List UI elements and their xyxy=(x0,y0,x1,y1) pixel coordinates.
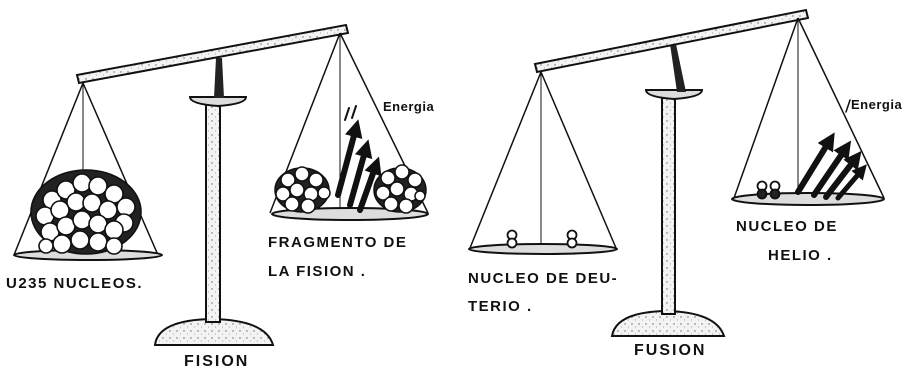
fusion-left-pan-label-line1: NUCLEO DE DEU- xyxy=(468,270,619,287)
fission-fragment-left xyxy=(274,166,331,214)
fusion-beam xyxy=(533,8,810,74)
fission-right-pan-label-line1: FRAGMENTO DE xyxy=(268,234,408,251)
fission-left-pan-label: U235 NUCLEOS. xyxy=(6,275,144,292)
fission-right-pan xyxy=(269,32,429,221)
fission-needle xyxy=(214,58,224,98)
fusion-right-pan-label-line1: NUCLEO DE xyxy=(736,218,838,235)
u235-nucleus-cluster xyxy=(30,169,142,255)
fusion-right-pan-label-line2: HELIO . xyxy=(768,247,833,264)
deuterium-nucleus-right xyxy=(566,229,578,249)
fission-left-pan xyxy=(13,82,163,261)
fusion-left-pan xyxy=(468,71,618,255)
fusion-scale-arc xyxy=(644,89,704,101)
fission-pillar xyxy=(205,99,221,323)
fission-fragment-right xyxy=(373,164,427,214)
fusion-title: FUSION xyxy=(634,342,707,359)
fission-beam xyxy=(75,23,350,85)
fission-title: FISION xyxy=(184,353,250,370)
fusion-energy-arrows xyxy=(795,99,867,201)
fusion-energy-label: Energia xyxy=(851,97,903,112)
fission-energy-arrows xyxy=(335,105,382,213)
fission-energy-label: Energia xyxy=(383,99,435,114)
fission-balance xyxy=(13,23,429,346)
fusion-left-pan-label-line2: TERIO . xyxy=(468,298,533,315)
fusion-balance xyxy=(468,8,885,337)
fission-scale-arc xyxy=(188,96,248,108)
fusion-pillar xyxy=(661,97,676,315)
helium-nucleus xyxy=(756,180,781,200)
fission-right-pan-label-line2: LA FISION . xyxy=(268,263,367,280)
fusion-right-pan xyxy=(731,17,885,206)
deuterium-nucleus-left xyxy=(506,229,518,249)
fusion-needle xyxy=(670,44,686,92)
